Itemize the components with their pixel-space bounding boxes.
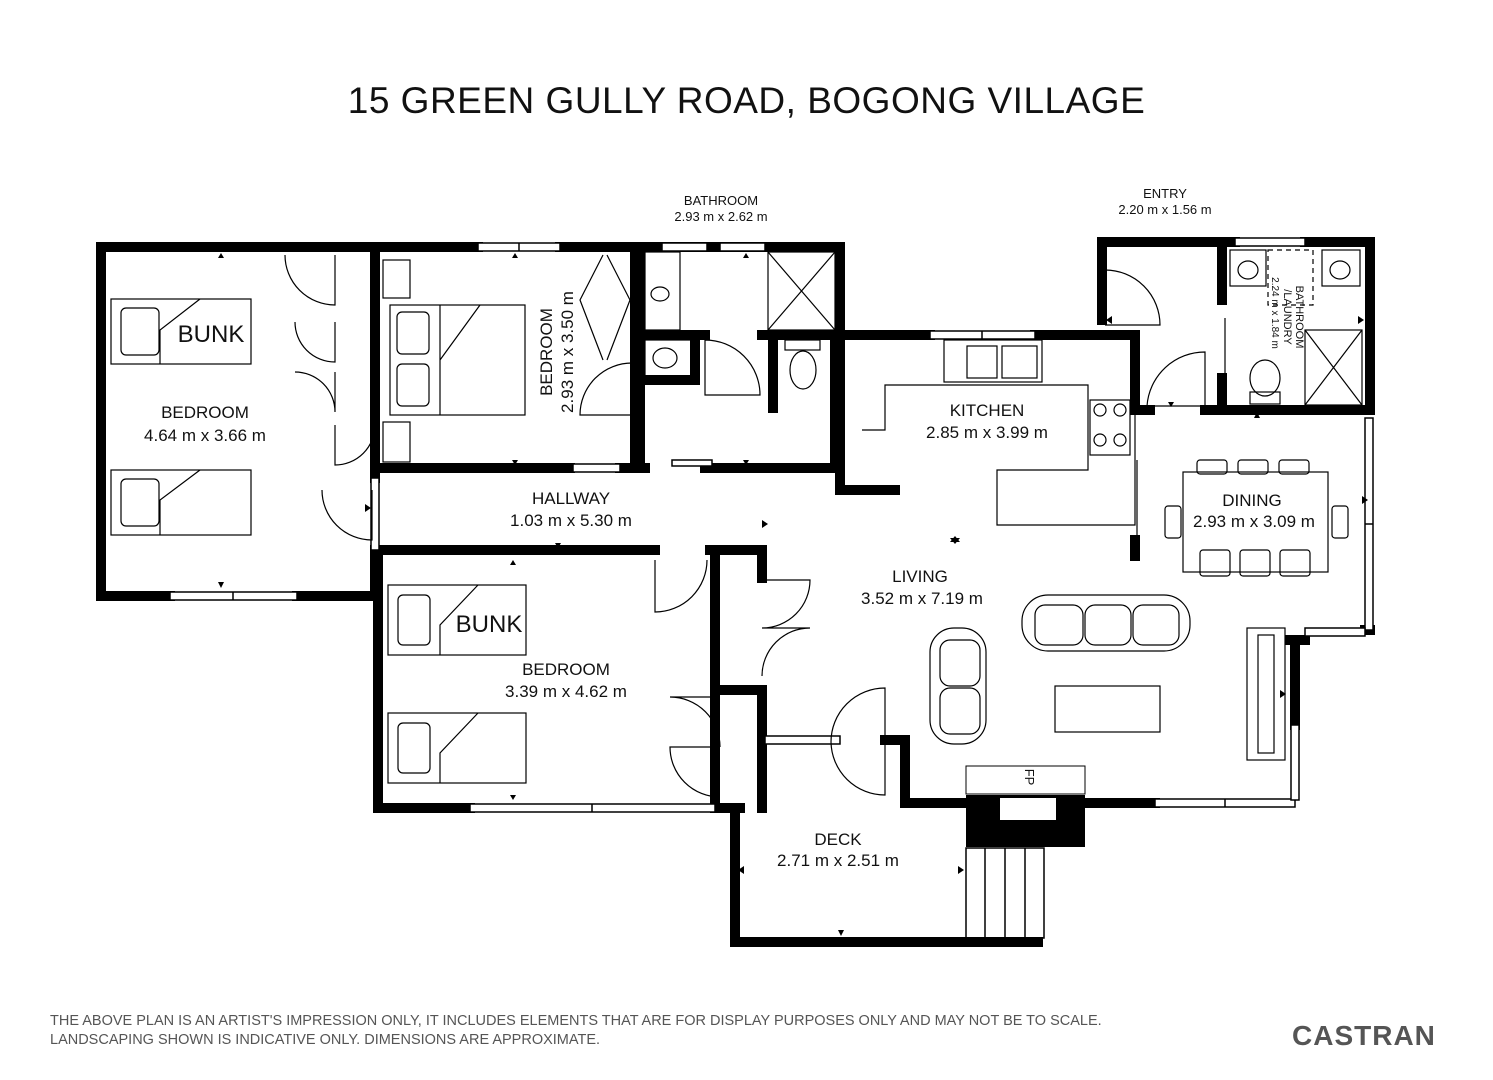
brand-logo: CASTRAN <box>1292 1020 1436 1051</box>
room-dims-deck: 2.71 m x 2.51 m <box>777 851 899 870</box>
bunk-labels: BUNK BUNK <box>178 321 523 638</box>
room-name-living: LIVING <box>892 567 948 586</box>
deck-steps <box>965 847 1045 939</box>
page-title: 15 GREEN GULLY ROAD, BOGONG VILLAGE <box>347 80 1146 121</box>
room-name-hallway: HALLWAY <box>532 489 610 508</box>
room-name-bathroom: BATHROOM <box>684 193 758 208</box>
bunk-label: BUNK <box>456 611 523 638</box>
room-dims-living: 3.52 m x 7.19 m <box>861 589 983 608</box>
walls <box>96 237 1375 947</box>
disclaimer-line-2: LANDSCAPING SHOWN IS INDICATIVE ONLY. DI… <box>50 1032 601 1048</box>
room-dims-kitchen: 2.85 m x 3.99 m <box>926 423 1048 442</box>
room-name-bedroom-2: BEDROOM <box>537 308 556 396</box>
fireplace: FP <box>965 765 1086 847</box>
room-dims-bathroom-laundry: 2.24 m x 1.84 m <box>1269 277 1280 349</box>
doors <box>284 254 1226 798</box>
room-dims-bathroom: 2.93 m x 2.62 m <box>674 209 767 224</box>
room-dims-dining: 2.93 m x 3.09 m <box>1193 512 1315 531</box>
disclaimer-line-1: THE ABOVE PLAN IS AN ARTIST'S IMPRESSION… <box>50 1013 1102 1029</box>
bunk-label: BUNK <box>178 321 245 348</box>
room-dims-bedroom-1: 4.64 m x 3.66 m <box>144 426 266 445</box>
windows <box>169 237 1374 813</box>
room-name-bathroom-laundry: BATHROOM <box>1293 286 1305 349</box>
room-name-bedroom-1: BEDROOM <box>161 403 249 422</box>
room-labels: BEDROOM 4.64 m x 3.66 m BEDROOM 2.93 m x… <box>144 186 1315 870</box>
dimension-markers <box>218 253 1368 936</box>
room-dims-hallway: 1.03 m x 5.30 m <box>510 511 632 530</box>
room-name-dining: DINING <box>1222 491 1282 510</box>
room-dims-entry: 2.20 m x 1.56 m <box>1118 202 1211 217</box>
room-dims-bedroom-3: 3.39 m x 4.62 m <box>505 682 627 701</box>
fireplace-label: FP <box>1022 769 1037 786</box>
disclaimer: THE ABOVE PLAN IS AN ARTIST'S IMPRESSION… <box>50 1012 1102 1050</box>
room-name-entry: ENTRY <box>1143 186 1187 201</box>
fixtures <box>110 249 1363 784</box>
room-name-deck: DECK <box>814 830 862 849</box>
room-dims-bedroom-2: 2.93 m x 3.50 m <box>558 291 577 413</box>
room-name2-bathroom-laundry: /LAUNDRY <box>1281 289 1293 345</box>
room-name-bedroom-3: BEDROOM <box>522 660 610 679</box>
room-name-kitchen: KITCHEN <box>950 401 1025 420</box>
